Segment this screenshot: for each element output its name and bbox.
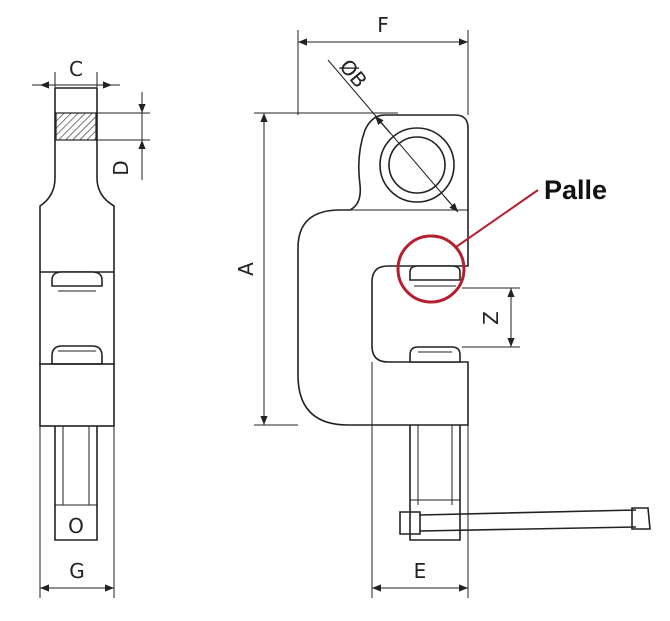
tommy-bar [399, 509, 637, 535]
callout-circle [396, 234, 466, 304]
dim-f-label: F [377, 13, 389, 37]
section-hatch [55, 112, 97, 141]
dim-b-label: ØB [335, 54, 372, 92]
dim-c-label: C [69, 57, 83, 81]
upper-pad [51, 271, 103, 287]
lower-pad [51, 345, 103, 365]
lifting-eye [379, 127, 455, 203]
dim-z-label: Z [479, 311, 503, 325]
dim-d-label: D [109, 160, 133, 175]
callout-leader [455, 189, 539, 248]
dim-a-label: A [234, 262, 258, 276]
front-lower-pad [409, 346, 461, 363]
side-view-screw [54, 426, 98, 541]
slot-mark: O [68, 514, 84, 538]
front-view-screw [409, 425, 461, 541]
pad-callout: Palle [396, 175, 607, 304]
callout-label: Palle [544, 175, 607, 205]
front-view: F ØB A Z E [234, 13, 651, 598]
clamp-body [297, 114, 469, 426]
side-view: O C D G [32, 57, 150, 598]
dim-e-label: E [414, 559, 427, 583]
front-upper-pad [409, 265, 461, 281]
dim-g-label: G [69, 559, 85, 583]
side-view-neck [39, 88, 115, 272]
lower-block [39, 363, 115, 427]
